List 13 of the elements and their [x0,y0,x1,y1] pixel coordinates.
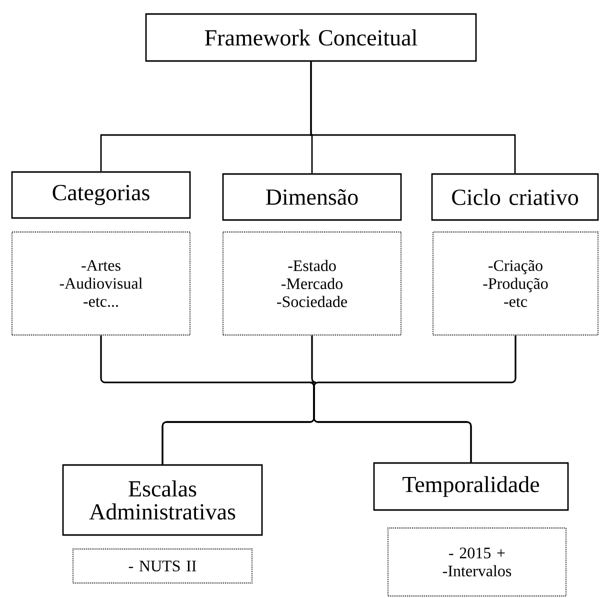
heading-box: Framework Conceitual [145,13,477,62]
heading-box: Escalas Administrativas [62,464,263,536]
heading-box: Temporalidade [373,462,569,511]
list-box: -Criação -Produção -etc [432,232,598,336]
list-box: - 2015 + -Intervalos [388,528,566,596]
list-box: - NUTS II [72,548,252,584]
heading-box: Categorias [11,171,191,219]
heading-box: Ciclo criativo [431,173,599,221]
list-box: -Estado -Mercado -Sociedade [222,232,402,336]
list-box: -Artes -Audiovisual -etc... [12,232,190,336]
connector [310,62,516,174]
heading-box: Dimensão [222,173,402,221]
connector [313,335,516,462]
